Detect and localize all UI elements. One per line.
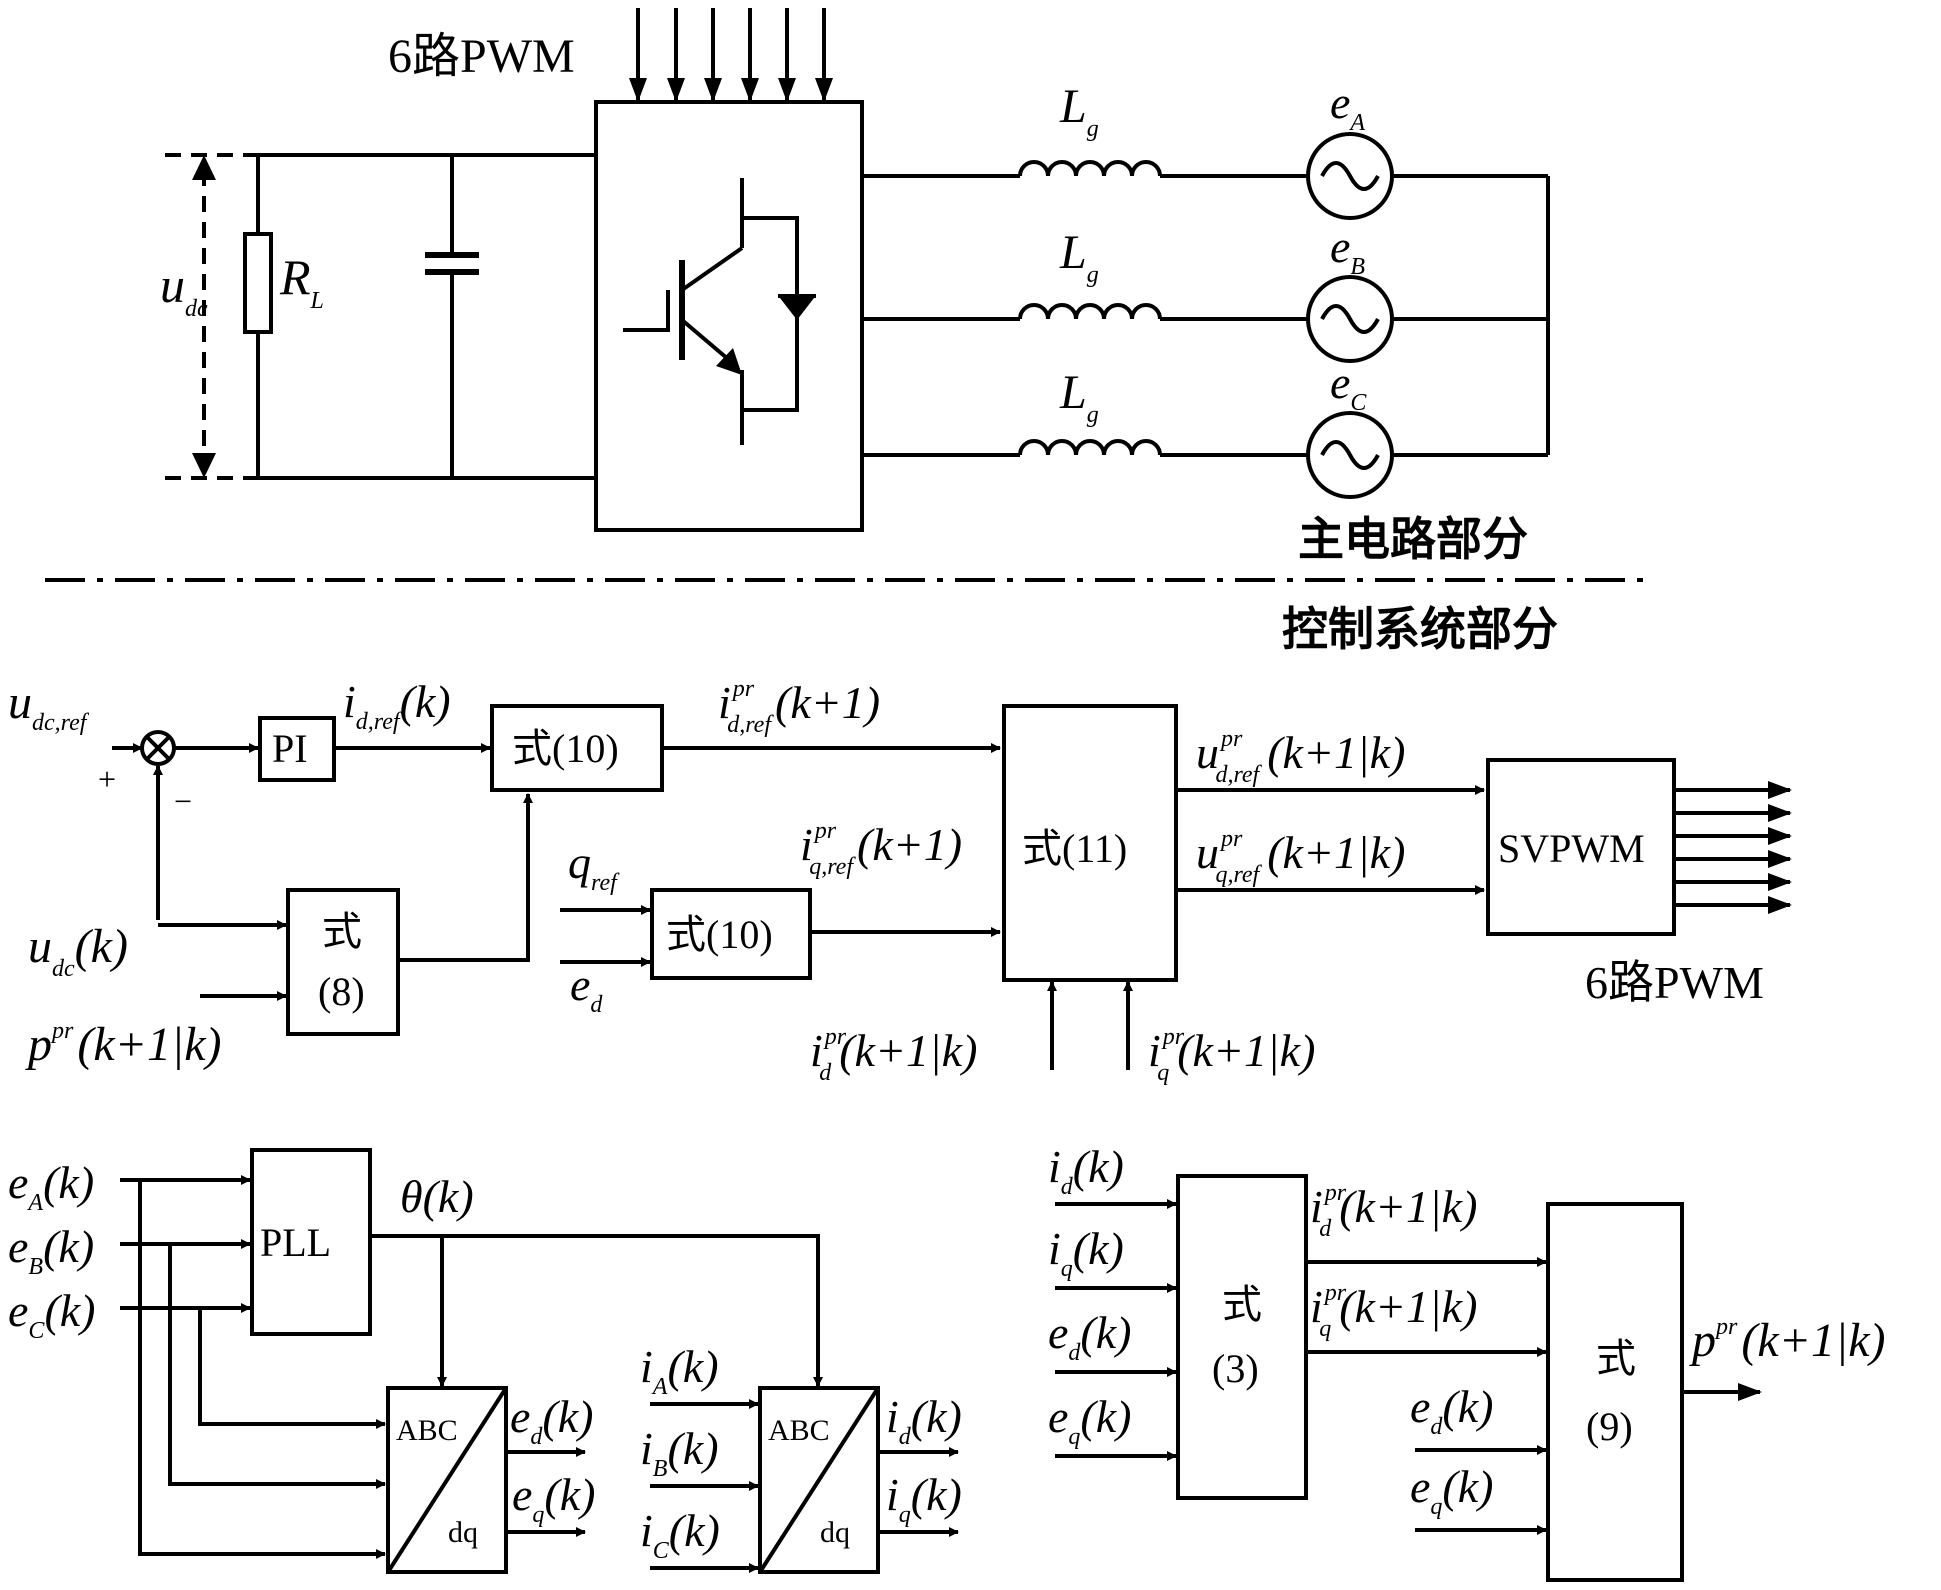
svpwm-label: SVPWM [1498, 826, 1645, 871]
eq9-line2: (9) [1586, 1404, 1633, 1449]
iq-ref-pr-label: iprq,ref(k+1) [800, 818, 962, 880]
pll-label: PLL [260, 1220, 331, 1265]
udc-arrowhead-down [192, 453, 216, 478]
eq9-block [1548, 1204, 1682, 1580]
ppr-input-label: ppr(k+1|k) [25, 1018, 222, 1071]
minus-sign: − [174, 783, 192, 819]
pred-id-label: id(k) [1048, 1141, 1124, 1200]
pred-iq-label: iq(k) [1048, 1223, 1124, 1282]
abc2-top-label: ABC [768, 1414, 830, 1447]
ib-k-label: iB(k) [640, 1423, 719, 1482]
qref-label: qref [568, 837, 620, 896]
ed-input-label: ed [570, 959, 603, 1018]
ec-k-label: eC(k) [8, 1285, 96, 1344]
ea-label: eA [1330, 77, 1365, 136]
ppr-output-label: ppr(k+1|k) [1689, 1314, 1886, 1367]
udc-k-label: udc(k) [28, 920, 128, 982]
eb-k-label: eB(k) [8, 1221, 94, 1280]
pi-label: PI [272, 726, 308, 771]
inductor-b [1020, 305, 1160, 319]
udc-ref-label: udc,ref [8, 676, 90, 736]
inductor-c [1020, 441, 1160, 455]
ac-source-a [1308, 134, 1392, 218]
control-section-label: 控制系统部分 [1282, 602, 1558, 656]
eq8-line1: 式 [322, 909, 362, 954]
pred-eq2-label: eq(k) [1410, 1461, 1493, 1520]
lg-label-a: Lg [1059, 80, 1099, 142]
udc-arrowhead-up [192, 155, 216, 180]
pred-iq-pr-label: iprq(k+1|k) [1310, 1280, 1477, 1342]
ac-source-b [1308, 277, 1392, 361]
eq11-label: 式(11) [1022, 826, 1127, 871]
id-pr-input-label: iprd(k+1|k) [810, 1024, 977, 1086]
pwm-out-label: 6路PWM [1585, 957, 1764, 1008]
eq3-line2: (3) [1212, 1346, 1259, 1391]
iq-pr-input-label: iprq(k+1|k) [1148, 1024, 1315, 1086]
eq3-line1: 式 [1222, 1282, 1262, 1327]
pwm-input-arrows [638, 8, 824, 100]
eq10-label-a: 式(10) [512, 726, 619, 771]
eq3-block [1178, 1176, 1306, 1498]
rl-label: RL [279, 249, 324, 314]
inverter-box [596, 102, 862, 530]
lg-label-b: Lg [1059, 226, 1099, 288]
ia-k-label: iA(k) [640, 1341, 719, 1400]
lg-label-c: Lg [1059, 366, 1099, 428]
pred-ed2-label: ed(k) [1410, 1381, 1493, 1440]
ed-k-label: ed(k) [510, 1391, 593, 1450]
pwm-label: 6路PWM [388, 30, 575, 83]
resistor-rl [245, 234, 271, 332]
pred-ed-label: ed(k) [1048, 1307, 1131, 1366]
control-system: udc,ref + − PI id,ref(k) 式(10) iprd,ref(… [8, 676, 1790, 1086]
summing-junction [142, 732, 174, 764]
udc-label: udc [160, 257, 208, 322]
eq-k-label: eq(k) [512, 1469, 595, 1528]
uq-ref-pr-label: uprq,ref(k+1|k) [1196, 826, 1405, 888]
ac-source-c [1308, 413, 1392, 497]
ud-ref-pr-label: uprd,ref(k+1|k) [1196, 726, 1405, 788]
abc1-top-label: ABC [396, 1414, 458, 1447]
eb-label: eB [1330, 221, 1365, 280]
main-circuit: 6路PWM udc RL [160, 8, 1548, 566]
ea-k-label: eA(k) [8, 1157, 94, 1216]
transform-section: eA(k) eB(k) eC(k) PLL θ(k) ABC dq ed(k) … [8, 1150, 962, 1572]
plus-sign: + [98, 761, 116, 797]
pwm-output-arrows [1674, 790, 1790, 905]
id-ref-label: id,ref(k) [343, 676, 451, 735]
pred-id-pr-label: iprd(k+1|k) [1310, 1180, 1477, 1242]
eq9-line1: 式 [1596, 1336, 1636, 1381]
abc2-bot-label: dq [820, 1516, 850, 1549]
abc1-bot-label: dq [448, 1516, 478, 1549]
prediction-section: id(k) iq(k) ed(k) eq(k) 式 (3) iprd(k+1|k… [1048, 1141, 1886, 1580]
pred-eq-label: eq(k) [1048, 1391, 1131, 1450]
ic-k-label: iC(k) [640, 1505, 720, 1564]
main-circuit-section-label: 主电路部分 [1298, 512, 1528, 566]
theta-label: θ(k) [400, 1171, 474, 1222]
eq8-line2: (8) [318, 969, 365, 1014]
iq-k-label: iq(k) [886, 1469, 962, 1528]
id-k-label: id(k) [886, 1391, 962, 1450]
ec-label: eC [1330, 357, 1367, 416]
inductor-a [1020, 162, 1160, 176]
eq10-label-b: 式(10) [666, 912, 773, 957]
id-ref-pr-label: iprd,ref(k+1) [718, 676, 880, 738]
